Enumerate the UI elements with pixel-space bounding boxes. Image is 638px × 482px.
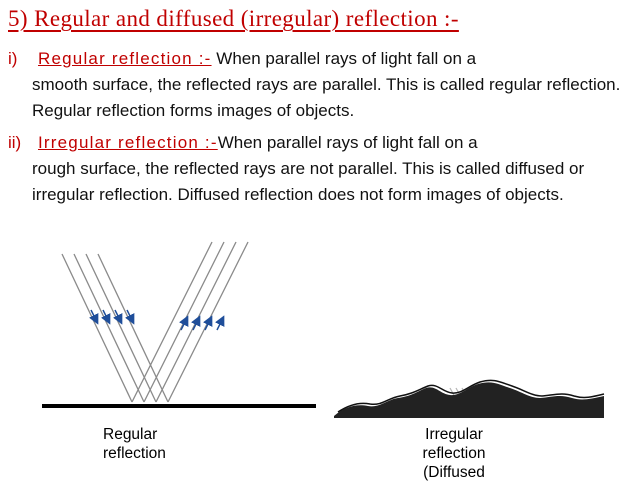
regular-reflection-paragraph: i) Regular reflection :- When parallel ra… (8, 46, 633, 124)
irregular-reflection-line1: When parallel rays of light fall on a (217, 133, 478, 152)
arrow-icon (124, 309, 135, 325)
regular-reflection-caption: Regular reflection (103, 426, 166, 462)
irregular-reflection-caption: Irregular reflection (Diffused (422, 426, 486, 481)
item-number: i) (8, 49, 18, 68)
regular-reflection-figure (42, 241, 316, 408)
regular-reflection-line1: When parallel rays of light fall on a (211, 49, 477, 68)
reflection-diagram (42, 241, 605, 418)
reflected-arrows (178, 315, 225, 331)
regular-reflection-text: smooth surface, the reflected rays are p… (32, 75, 621, 120)
rough-surface (334, 382, 604, 418)
arrow-icon (112, 309, 123, 325)
item-number: ii) (8, 133, 22, 152)
irregular-reflection-paragraph: ii) Irregular reflection :-When parallel … (8, 130, 633, 208)
arrow-icon (202, 315, 213, 331)
slide-title: 5) Regular and diffused (irregular) refl… (8, 6, 459, 31)
incident-rays (61, 253, 169, 403)
irregular-reflection-heading: Irregular reflection :- (38, 133, 218, 152)
arrow-icon (88, 309, 99, 325)
arrow-icon (214, 315, 225, 331)
irregular-reflection-figure (334, 379, 605, 418)
arrow-icon (178, 315, 189, 331)
arrow-icon (100, 309, 111, 325)
arrow-icon (190, 315, 201, 331)
reflected-rays (131, 241, 249, 403)
incident-arrows (88, 309, 135, 325)
irregular-reflection-text: rough surface, the reflected rays are no… (32, 159, 585, 204)
rough-surface-outline (337, 379, 605, 413)
regular-reflection-heading: Regular reflection :- (38, 49, 212, 68)
